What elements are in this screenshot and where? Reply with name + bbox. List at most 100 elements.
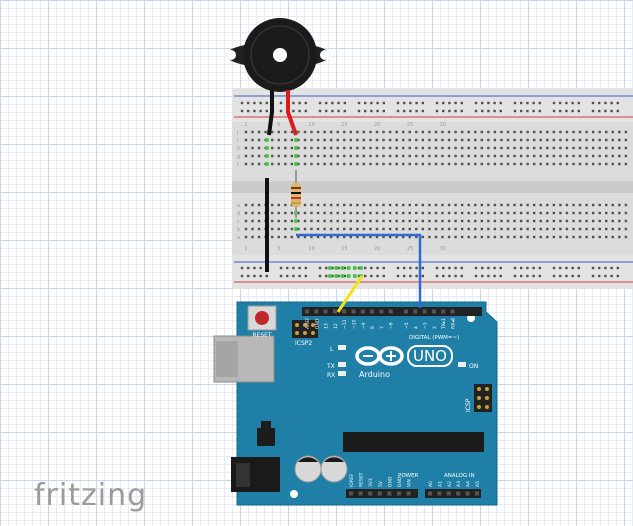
breadboard-hole (598, 146, 601, 150)
column-number: 10 (308, 246, 314, 252)
breadboard-hole (506, 154, 510, 158)
breadboard-hole (434, 138, 438, 142)
breadboard-hole (546, 227, 549, 231)
breadboard-hole (519, 227, 523, 231)
breadboard-hole (611, 146, 614, 150)
rail-hole (448, 274, 451, 278)
rail-hole (454, 266, 457, 270)
breadboard-hole (526, 227, 529, 231)
breadboard-hole (526, 211, 529, 215)
rail-hole (240, 274, 244, 278)
breadboard-hole (284, 219, 287, 223)
breadboard-hole (467, 154, 470, 158)
breadboard-hole (257, 203, 261, 207)
rail-hole (364, 101, 367, 105)
rail-hole (304, 109, 307, 113)
breadboard-hole (546, 138, 549, 142)
rail-hole (571, 101, 574, 105)
breadboard-hole (303, 227, 307, 231)
breadboard-hole (618, 162, 621, 166)
digital-pin (323, 309, 328, 314)
breadboard-hole (316, 203, 320, 207)
breadboard-hole (559, 203, 562, 207)
breadboard-hole (369, 227, 372, 231)
breadboard-hole (408, 235, 411, 239)
breadboard-hole (284, 146, 287, 150)
rail-hole (532, 101, 535, 105)
breadboard-hole (271, 162, 274, 166)
rail-hole (604, 109, 607, 113)
breadboard-hole (467, 138, 470, 142)
breadboard-hole (323, 130, 326, 134)
breadboard-hole (513, 162, 516, 166)
rail-hole (325, 266, 328, 270)
rail-hole (435, 274, 439, 278)
breadboard-hole (487, 227, 490, 231)
breadboard-hole (408, 227, 411, 231)
breadboard-hole (349, 154, 352, 158)
rail-hole (448, 109, 451, 113)
breadboard-hole (578, 235, 582, 239)
rail-hole (265, 109, 268, 113)
breadboard-hole (487, 211, 490, 215)
breadboard-hole (598, 162, 601, 166)
breadboard-hole (605, 146, 608, 150)
breadboard-hole (421, 162, 425, 166)
breadboard-hole (539, 146, 542, 150)
breadboard-hole (316, 227, 320, 231)
breadboard-hole (618, 203, 621, 207)
breadboard-hole (408, 162, 411, 166)
rail-hole (364, 109, 367, 113)
breadboard-hole (565, 130, 569, 134)
breadboard-hole (303, 154, 307, 158)
rail-hole (331, 274, 334, 278)
breadboard-hole (343, 130, 346, 134)
breadboard-hole (578, 227, 582, 231)
breadboard-hole (624, 235, 628, 239)
tx-led-label: TX (326, 363, 335, 370)
breadboard-hole (303, 235, 307, 239)
breadboard-hole (500, 235, 503, 239)
breadboard-hole (460, 219, 464, 223)
icsp-label: ICSP (465, 398, 472, 412)
breadboard-hole (539, 138, 542, 142)
breadboard-hole (316, 146, 320, 150)
breadboard-hole (513, 138, 516, 142)
rail-hole (298, 266, 301, 270)
rail-hole (532, 109, 535, 113)
breadboard-hole (591, 219, 595, 223)
rail-hole (376, 109, 379, 113)
breadboard-hole (618, 138, 621, 142)
breadboard-hole (336, 162, 339, 166)
breadboard-hole (251, 203, 254, 207)
digital-pin-label: TX▸1 (441, 318, 447, 330)
rail-hole (376, 101, 379, 105)
breadboard-hole (375, 235, 379, 239)
breadboard-hole (467, 146, 470, 150)
rail-hole (454, 109, 457, 113)
breadboard-hole (244, 211, 248, 215)
breadboard-hole (572, 235, 575, 239)
breadboard-hole (447, 235, 451, 239)
rail-hole (253, 109, 256, 113)
breadboard-hole (598, 130, 601, 134)
breadboard-hole (480, 219, 483, 223)
breadboard-hole (388, 154, 392, 158)
breadboard-hole (611, 211, 614, 215)
breadboard-hole (251, 227, 254, 231)
breadboard-hole (598, 211, 601, 215)
breadboard-hole (257, 154, 261, 158)
breadboard-hole (519, 154, 523, 158)
breadboard-hole (316, 235, 320, 239)
breadboard-hole (533, 154, 536, 158)
fritzing-logo: fritzing (34, 478, 148, 513)
breadboard-hole (454, 146, 457, 150)
rail-hole (454, 101, 457, 105)
rail-hole (409, 101, 412, 105)
breadboard-hole (375, 138, 379, 142)
rail-hole (520, 109, 523, 113)
breadboard-hole (546, 235, 549, 239)
rail-hole (343, 266, 346, 270)
